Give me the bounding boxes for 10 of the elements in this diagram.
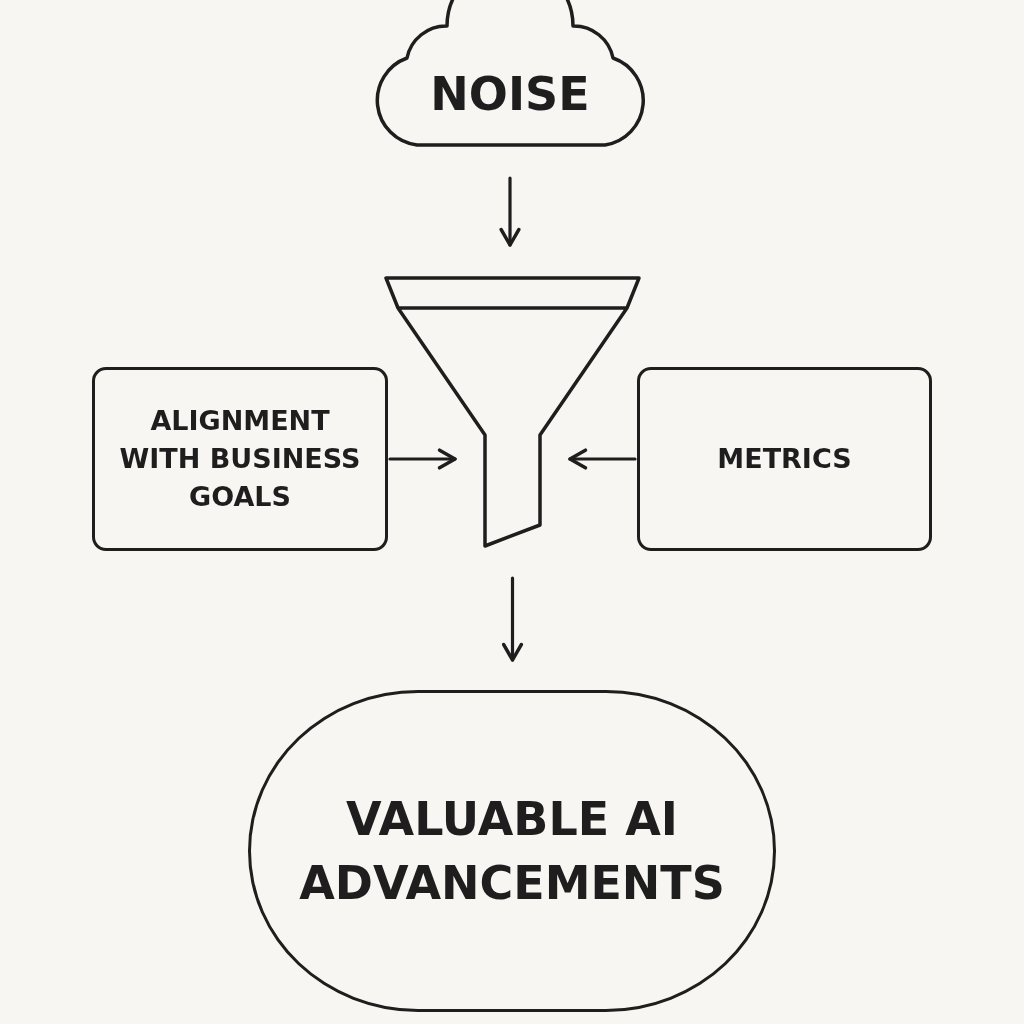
arrow [499, 176, 521, 247]
process-box [92, 367, 388, 551]
node-label: NOISE [430, 65, 590, 123]
process-box [637, 367, 932, 551]
arrow [388, 448, 457, 470]
arrow [568, 448, 637, 470]
node-label: ALIGNMENT WITH BUSINESS GOALS [118, 404, 362, 514]
arrow [501, 576, 524, 662]
node-label: METRICS [717, 442, 852, 477]
node-label: VALUABLE AI ADVANCEMENTS [298, 790, 726, 912]
